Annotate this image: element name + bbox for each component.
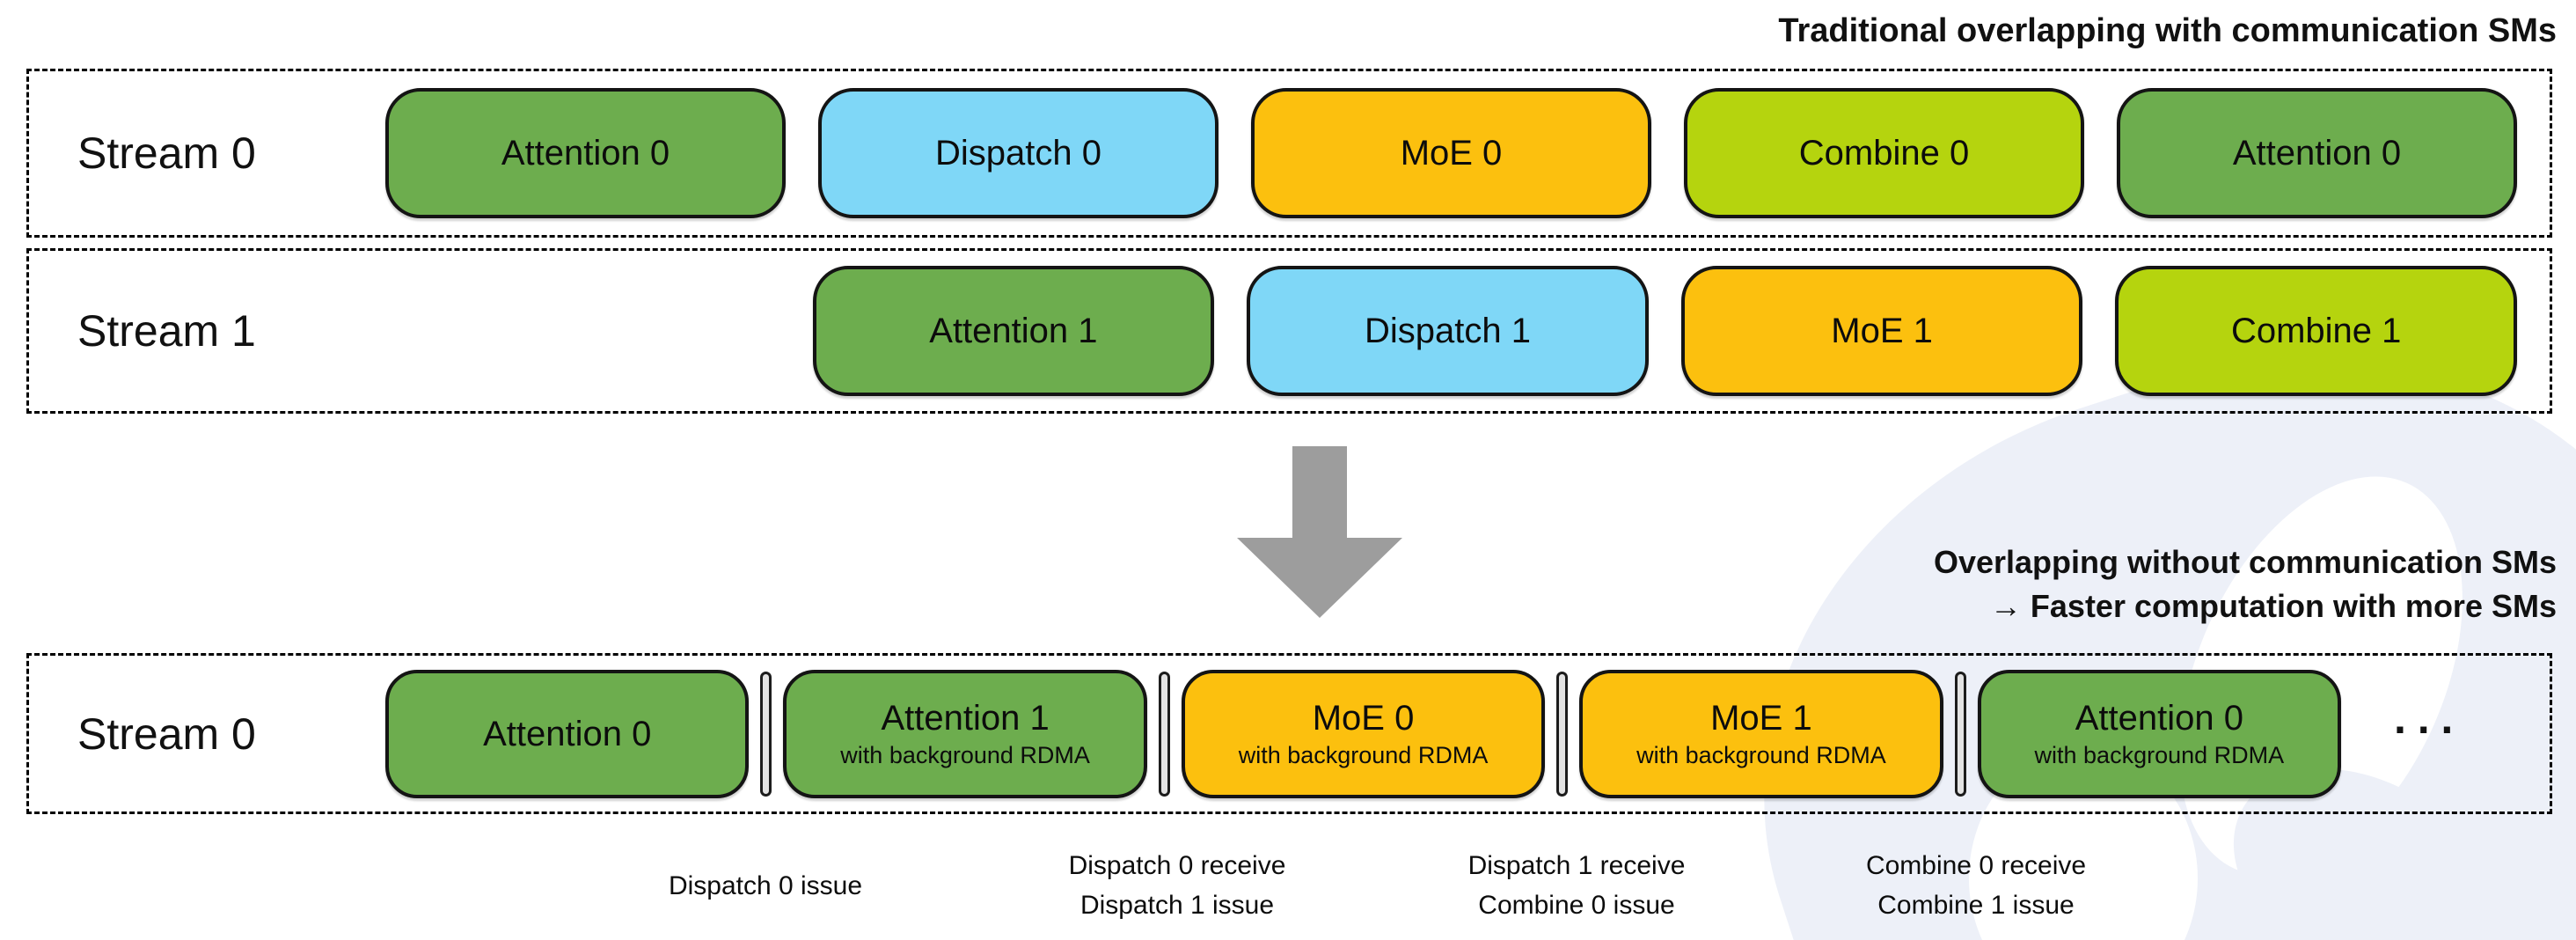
annotation-line: Dispatch 1 issue (1079, 891, 1275, 920)
task-box-attention-1: Attention 1 (812, 266, 1215, 396)
caption-line-1: Overlapping without communication SMs (1933, 544, 2557, 580)
task-box-sublabel: with background RDMA (1636, 742, 1886, 769)
stream-0-fused-slots: Attention 0 Attention 1 with background … (385, 656, 2550, 811)
task-box-label: Dispatch 0 (935, 134, 1101, 173)
annotation-line: Dispatch 0 receive (1068, 851, 1286, 880)
caption-traditional-overlap: Traditional overlapping with communicati… (1778, 12, 2557, 49)
task-box-attention-1-rdma: Attention 1 with background RDMA (783, 669, 1147, 798)
task-box-sublabel: with background RDMA (2034, 742, 2285, 769)
ellipsis-icon: ··· (2394, 704, 2464, 754)
task-box-label: MoE 1 (1710, 699, 1812, 738)
task-box-combine-0: Combine 0 (1684, 88, 2084, 218)
caption-no-comm-sms: Overlapping without communication SMs → … (1934, 540, 2557, 628)
comm-boundary-separator (1158, 671, 1170, 797)
task-box-label: Combine 0 (1798, 134, 1970, 173)
annotation-line: Combine 0 issue (1478, 891, 1675, 920)
task-box-sublabel: with background RDMA (1238, 742, 1489, 769)
task-box-dispatch-1: Dispatch 1 (1247, 266, 1649, 396)
task-box-attention-0-fused: Attention 0 (385, 669, 750, 798)
stream-0-label-fused: Stream 0 (77, 709, 256, 759)
task-box-combine-1: Combine 1 (2115, 266, 2517, 396)
task-box-attention-0-next: Attention 0 (2117, 88, 2517, 218)
annotation-dispatch1-receive-combine0-issue: Dispatch 1 receive Combine 0 issue (1468, 834, 1686, 936)
task-box-moe-0-rdma: MoE 0 with background RDMA (1181, 669, 1546, 798)
continuation-zone: ··· (2341, 704, 2517, 764)
annotation-dispatch0-issue: Dispatch 0 issue (669, 834, 862, 936)
task-box-label: Attention 0 (2232, 134, 2402, 173)
task-box-moe-1: MoE 1 (1680, 266, 2083, 396)
task-box-label: Attention 1 (881, 699, 1050, 738)
stream-1-label: Stream 1 (77, 306, 256, 356)
task-box-dispatch-0: Dispatch 0 (818, 88, 1218, 218)
task-box-attention-0: Attention 0 (385, 88, 786, 218)
task-box-label: Attention 1 (929, 312, 1098, 350)
comm-boundary-separator (1556, 671, 1569, 797)
caption-line-2: → Faster computation with more SMs (1989, 587, 2557, 624)
task-box-label: MoE 0 (1312, 699, 1415, 738)
comm-boundary-separator (760, 671, 772, 797)
down-arrow-icon (1237, 446, 1402, 618)
stream-0-row-traditional: Stream 0 Attention 0 Dispatch 0 MoE 0 Co… (26, 69, 2552, 238)
task-box-label: Attention 0 (483, 714, 652, 753)
annotation-line: Dispatch 1 receive (1467, 851, 1686, 880)
stream-0-row-fused: Stream 0 Attention 0 Attention 1 with ba… (26, 653, 2552, 814)
task-box-sublabel: with background RDMA (840, 742, 1090, 769)
stream-1-row-traditional: Stream 1 Attention 1 Dispatch 1 MoE 1 Co… (26, 248, 2552, 414)
annotation-line: Dispatch 0 issue (668, 870, 863, 900)
task-box-moe-1-rdma: MoE 1 with background RDMA (1579, 669, 1943, 798)
stream-0-slots: Attention 0 Dispatch 0 MoE 0 Combine 0 A… (385, 71, 2550, 235)
annotation-combine0-receive-combine1-issue: Combine 0 receive Combine 1 issue (1866, 834, 2086, 936)
task-box-attention-0-rdma: Attention 0 with background RDMA (1977, 669, 2342, 798)
annotation-line: Combine 0 receive (1865, 851, 2087, 880)
task-box-label: MoE 1 (1831, 312, 1933, 350)
empty-slot (385, 327, 780, 335)
task-box-label: Dispatch 1 (1364, 312, 1531, 350)
stream-0-label: Stream 0 (77, 129, 256, 178)
annotation-line: Combine 1 issue (1877, 891, 2075, 920)
task-box-label: Attention 0 (2075, 699, 2243, 738)
task-box-label: Combine 1 (2230, 312, 2402, 350)
task-box-label: MoE 0 (1400, 134, 1503, 173)
task-box-label: Attention 0 (501, 134, 670, 173)
annotation-dispatch0-receive-dispatch1-issue: Dispatch 0 receive Dispatch 1 issue (1069, 834, 1286, 936)
task-box-moe-0: MoE 0 (1251, 88, 1651, 218)
stream-1-slots: Attention 1 Dispatch 1 MoE 1 Combine 1 (385, 251, 2550, 411)
comm-boundary-separator (1954, 671, 1966, 797)
